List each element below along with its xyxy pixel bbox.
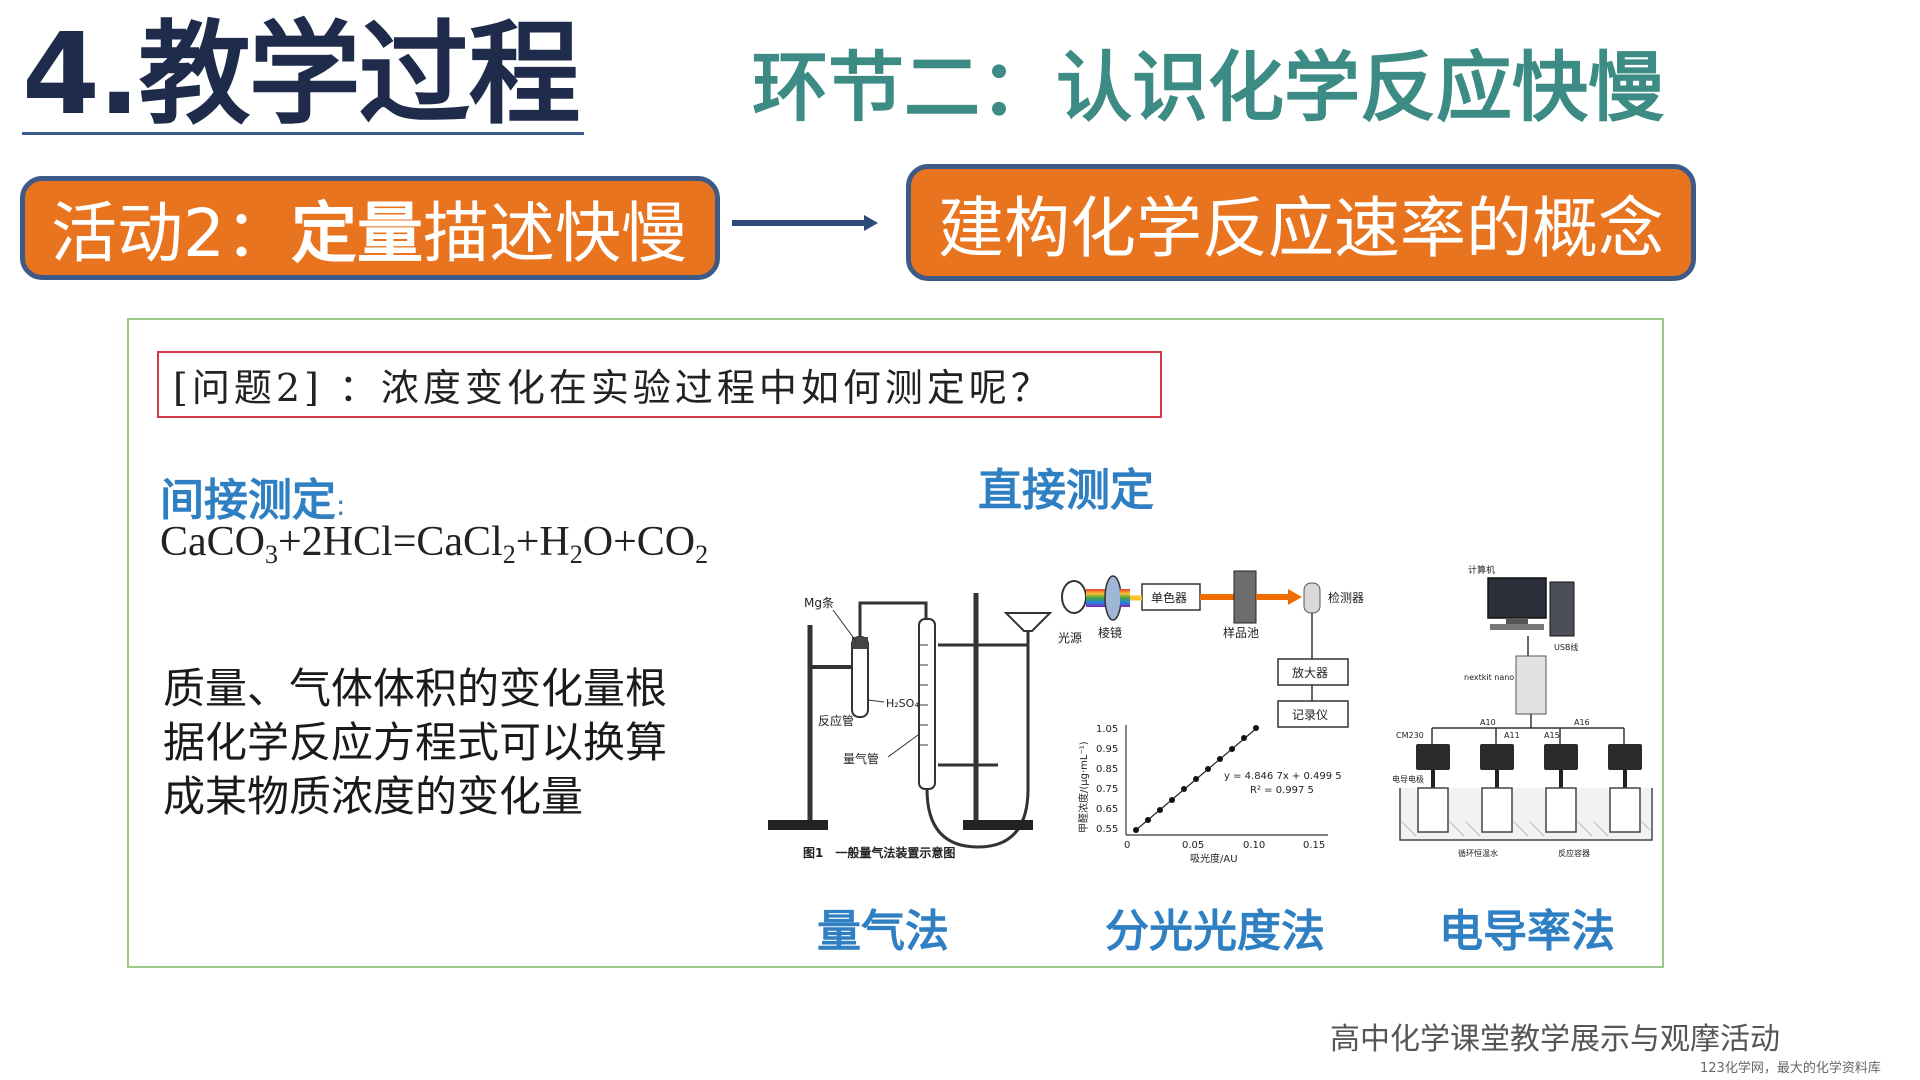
label-computer: 计算机 xyxy=(1468,564,1495,576)
light-bulb-icon xyxy=(1061,580,1087,614)
arrow-right-icon xyxy=(732,215,878,231)
label-amplifier: 放大器 xyxy=(1292,665,1328,680)
label-a16: A16 xyxy=(1574,718,1590,727)
stage-title: 环节二：认识化学反应快慢 xyxy=(752,43,1664,132)
footer-event: 高中化学课堂教学展示与观摩活动 xyxy=(1330,1022,1780,1057)
eq-sub: 2 xyxy=(502,540,516,569)
y-tick: 0.75 xyxy=(1096,784,1118,795)
label-water: 循环恒温水 xyxy=(1458,848,1498,858)
data-point xyxy=(1145,817,1151,823)
meter-icon xyxy=(1608,744,1642,770)
x-tick-labels: 0 0.05 0.10 0.15 xyxy=(1124,840,1325,851)
method-label-spectro: 分光光度法 xyxy=(1105,906,1325,957)
label-meter: CM230 xyxy=(1396,731,1424,740)
label-monochromator: 单色器 xyxy=(1151,591,1187,605)
question-text: [问题2] ：浓度变化在实验过程中如何测定呢？ xyxy=(173,366,1053,410)
plot-ylabel: 甲醛浓度/(μg·mL⁻¹) xyxy=(1077,741,1090,833)
x-tick: 0.05 xyxy=(1182,840,1204,851)
footer-watermark: 123化学网，最大的化学资料库 xyxy=(1700,1061,1881,1076)
description-line: 成某物质浓度的变化量 xyxy=(163,772,584,821)
y-tick: 1.05 xyxy=(1096,724,1118,735)
label-lens: 棱镜 xyxy=(1098,625,1122,640)
data-point xyxy=(1229,746,1235,752)
label-a11: A11 xyxy=(1504,731,1520,740)
data-point xyxy=(1157,807,1163,813)
direct-label: 直接测定 xyxy=(978,465,1154,516)
eq-sub: 2 xyxy=(695,540,709,569)
label-light-source: 光源 xyxy=(1058,631,1082,645)
meter-icon xyxy=(1416,744,1450,770)
description-line: 据化学反应方程式可以换算 xyxy=(163,718,668,767)
label-detector: 检测器 xyxy=(1328,590,1364,605)
activity-box: 活动2：定量描述快慢 xyxy=(20,176,720,280)
question-box: [问题2] ：浓度变化在实验过程中如何测定呢？ xyxy=(157,351,1162,418)
data-point xyxy=(1133,827,1139,833)
gas-caption: 图1 一般量气法装置示意图 xyxy=(803,845,955,860)
eq-sub: 3 xyxy=(265,540,278,569)
eq-part: O+CO xyxy=(582,519,696,565)
activity-prefix: 活动2： xyxy=(51,195,291,272)
chemical-equation: CaCO3+2HCl=CaCl2+H2O+CO2 xyxy=(160,518,708,570)
plot-xlabel: 吸光度/AU xyxy=(1190,852,1238,865)
concept-box: 建构化学反应速率的概念 xyxy=(906,164,1696,281)
description-line: 质量、气体体积的变化量根 xyxy=(163,664,668,713)
computer-tower-icon xyxy=(1549,581,1575,637)
indirect-description: 质量、气体体积的变化量根 据化学反应方程式可以换算 成某物质浓度的变化量 xyxy=(163,662,743,824)
label-acid: H₂SO₄ xyxy=(886,697,919,710)
data-point xyxy=(1193,776,1199,782)
x-tick: 0.10 xyxy=(1243,840,1265,851)
label-usb: USB线 xyxy=(1554,642,1578,652)
label-recorder: 记录仪 xyxy=(1292,708,1328,722)
indirect-label: 间接测定: xyxy=(160,464,345,528)
fit-equation: y = 4.846 7x + 0.499 5 xyxy=(1224,771,1342,782)
y-tick: 0.85 xyxy=(1096,764,1118,775)
y-tick: 0.95 xyxy=(1096,744,1118,755)
x-tick: 0.15 xyxy=(1303,840,1325,851)
label-vessel: 反应容器 xyxy=(1558,848,1590,858)
eq-part: +H xyxy=(515,519,570,565)
y-tick: 0.65 xyxy=(1096,804,1118,815)
label-reaction-tube: 反应管 xyxy=(818,713,854,728)
method-label-conduct: 电导率法 xyxy=(1439,906,1615,957)
label-a10: A10 xyxy=(1480,718,1496,727)
activity-suffix: 描述快慢 xyxy=(423,195,687,272)
data-point xyxy=(1181,786,1187,792)
label-device: nextkit nano xyxy=(1464,673,1514,682)
meter-icon xyxy=(1480,744,1514,770)
meter-icon xyxy=(1544,744,1578,770)
fit-r2: R² = 0.997 5 xyxy=(1250,785,1314,796)
gas-apparatus-diagram: Mg条 反应管 H₂SO₄ 量气管 图1 一般量气法装置示意图 xyxy=(768,593,1053,860)
indirect-colon: : xyxy=(336,489,346,522)
concept-text: 建构化学反应速率的概念 xyxy=(938,189,1664,267)
indirect-label-text: 间接测定 xyxy=(160,475,336,526)
title-underline xyxy=(22,132,584,135)
method-label-gas: 量气法 xyxy=(817,906,949,957)
activity-bold: 定量 xyxy=(291,195,423,272)
y-tick-labels: 1.05 0.95 0.85 0.75 0.65 0.55 xyxy=(1096,724,1118,835)
y-tick: 0.55 xyxy=(1096,824,1118,835)
monitor-icon xyxy=(1487,577,1547,619)
spectro-diagram: 光源 棱镜 单色器 样品池 检测器 放大器 记录仪 1.05 0.95 0.85… xyxy=(1058,570,1364,865)
section-title: 4.教学过程 xyxy=(22,10,580,140)
data-point xyxy=(1241,735,1247,741)
content-frame xyxy=(127,318,1664,968)
eq-part: CaCO xyxy=(160,519,265,565)
data-point xyxy=(1253,725,1259,731)
eq-part: +2HCl=CaCl xyxy=(278,519,503,565)
x-tick: 0 xyxy=(1124,840,1130,851)
data-point xyxy=(1217,756,1223,762)
data-point xyxy=(1205,766,1211,772)
eq-sub: 2 xyxy=(569,540,583,569)
label-burette: 量气管 xyxy=(843,751,879,766)
label-mg: Mg条 xyxy=(804,596,834,610)
data-logger-icon xyxy=(1515,655,1547,715)
conductivity-diagram: 计算机 USB线 nextkit nano A10 A11 A15 A16 CM… xyxy=(1392,564,1653,858)
label-a15: A15 xyxy=(1544,731,1560,740)
label-electrode: 电导电极 xyxy=(1392,774,1424,784)
data-point xyxy=(1169,797,1175,803)
label-sample-cell: 样品池 xyxy=(1223,625,1259,640)
